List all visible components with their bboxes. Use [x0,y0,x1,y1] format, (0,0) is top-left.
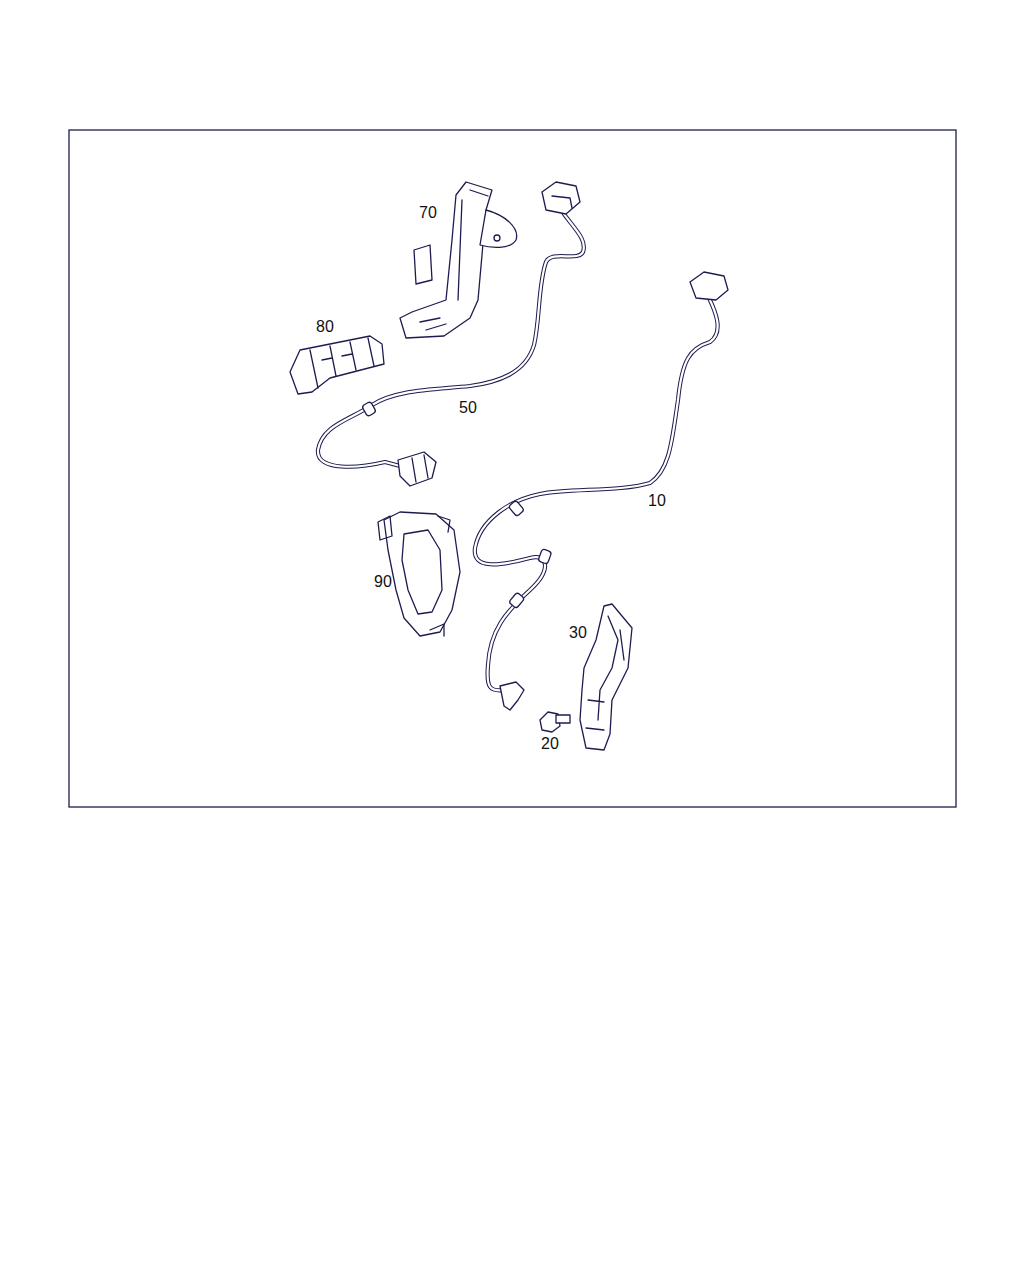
callout-number: 50 [459,400,477,416]
cable-holder [290,336,384,394]
frame [69,130,956,807]
sensor-cable [318,182,584,486]
cable [475,296,718,690]
holder-body [290,336,384,394]
bracket-detail [586,616,624,730]
bolt-shank [556,715,570,723]
callout-number: 90 [374,574,392,590]
callout-number: 30 [569,625,587,641]
bracket-body [580,604,632,750]
bracket-body [400,182,492,338]
callout-number: 70 [419,205,437,221]
connector-detail [552,196,572,208]
bracket-tab [480,210,517,247]
cable-bracket [400,182,517,338]
sensor-head [398,452,436,486]
guide-opening [402,530,442,614]
grommet [509,592,525,608]
callout-number: 80 [316,319,334,335]
connector [542,182,580,214]
bracket-hole [494,235,500,241]
sensor-detail [412,455,428,482]
sensor-head [500,682,524,710]
callout-number: 20 [541,736,559,752]
bracket-detail [414,190,488,330]
connector [690,272,728,300]
bolt [540,712,570,732]
grommet [538,549,552,565]
holder-detail [310,338,374,388]
cable-core [475,296,718,690]
grommet [362,401,377,416]
sensor-bracket [580,604,632,750]
grommet [508,500,524,516]
callout-number: 10 [648,493,666,509]
